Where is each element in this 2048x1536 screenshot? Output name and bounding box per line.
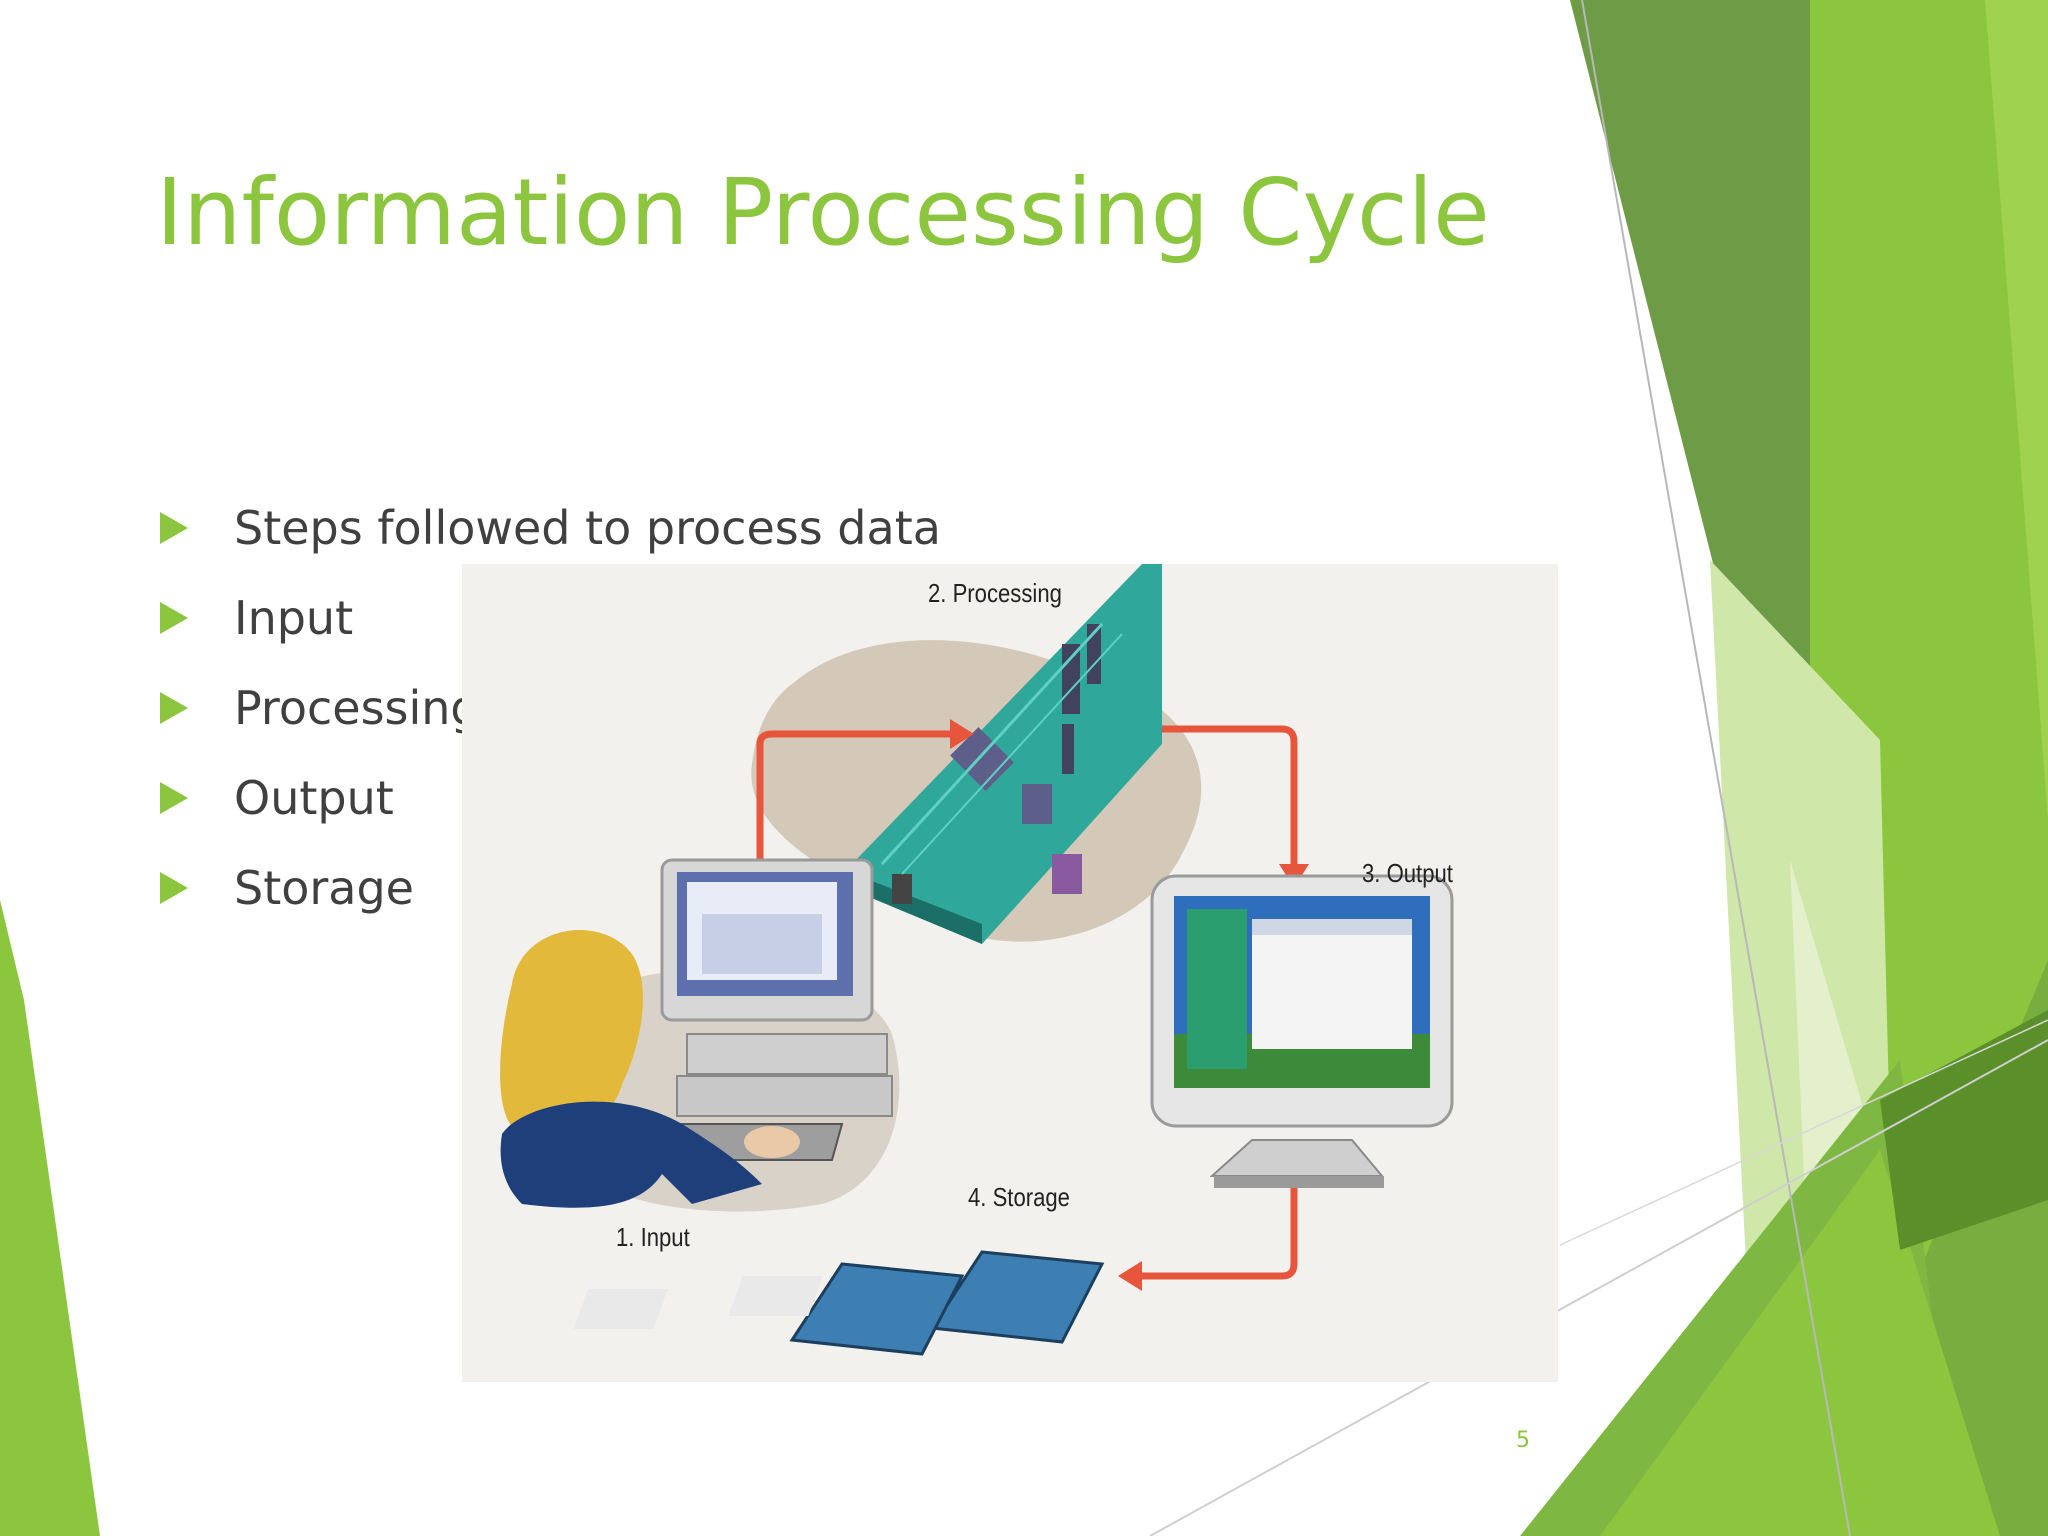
- slide-title: Information Processing Cycle: [156, 159, 1490, 266]
- bullet-text: Output: [234, 771, 394, 825]
- label-processing: 2. Processing: [928, 578, 1062, 608]
- circuit-board-icon: [852, 564, 1162, 944]
- cycle-arrows: [756, 725, 1298, 1280]
- label-storage: 4. Storage: [968, 1182, 1070, 1212]
- person-icon: [500, 930, 800, 1208]
- bullet-arrow-icon: [160, 692, 188, 724]
- input-computer-icon: [650, 858, 893, 1161]
- cycle-illustration-graphic: [462, 564, 1558, 1382]
- bullet-arrow-icon: [160, 872, 188, 904]
- bullet-text: Storage: [234, 861, 414, 915]
- label-output: 3. Output: [1362, 858, 1453, 888]
- bullet-arrow-icon: [160, 602, 188, 634]
- bullet-item: Steps followed to process data: [160, 498, 941, 588]
- bullet-arrow-icon: [160, 512, 188, 544]
- output-monitor-icon: [1150, 874, 1454, 1188]
- bullet-text: Processing: [234, 681, 480, 735]
- cycle-illustration: 2. Processing 3. Output 4. Storage 1. In…: [462, 564, 1558, 1382]
- storage-disks-icon: [573, 1250, 1105, 1356]
- label-input: 1. Input: [616, 1222, 690, 1252]
- bullet-item: Output: [160, 768, 941, 858]
- bullet-list: Steps followed to process data Input Pro…: [160, 498, 941, 948]
- slide-number: 5: [1516, 1428, 1530, 1453]
- bullet-text: Steps followed to process data: [234, 501, 941, 555]
- bullet-arrow-icon: [160, 782, 188, 814]
- bullet-text: Input: [234, 591, 354, 645]
- bullet-item: Storage: [160, 858, 941, 948]
- bullet-item: Input: [160, 588, 941, 678]
- bullet-item: Processing: [160, 678, 941, 768]
